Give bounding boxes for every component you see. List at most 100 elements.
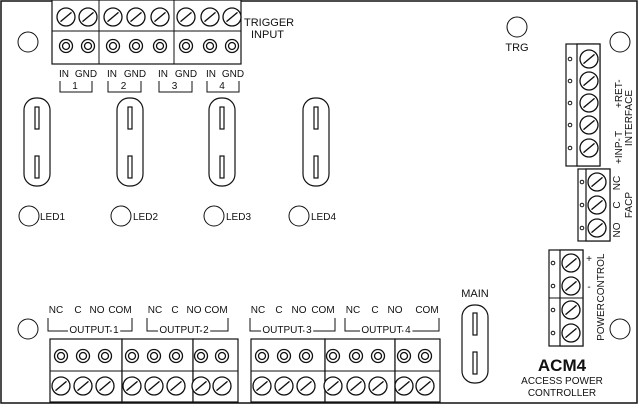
board-model: ACM4: [538, 356, 587, 375]
main-fuse: [461, 304, 489, 384]
interface-wire-entry: [567, 122, 573, 128]
screw-terminal: [415, 376, 435, 396]
output-terminal-blocks: [49, 338, 441, 403]
screw-slot: [350, 380, 362, 392]
interface-wire-entry: [567, 78, 573, 84]
wire-entry: [80, 38, 96, 54]
wire-entry-inner: [171, 351, 181, 361]
mounting-hole-bottom-left: [17, 318, 39, 340]
interface-pin-inp: +INP-: [614, 138, 625, 164]
screw-terminal: [368, 376, 388, 396]
fuse-contact-bottom: [127, 155, 133, 179]
trigger-pin-gnd-label: GND: [75, 69, 97, 80]
control-minus: -: [587, 282, 590, 293]
facp-wire-entry: [579, 179, 585, 185]
wire-entry-inner: [328, 351, 338, 361]
wire-entry: [152, 38, 168, 54]
interface-wire-entry: [567, 56, 573, 62]
fuse-row: [23, 97, 330, 187]
wire-entry-inner: [131, 41, 141, 51]
interface-pin-ret: +RET-: [614, 79, 625, 108]
screw-slot: [216, 380, 228, 392]
trigger-title-line1: TRIGGER: [244, 17, 294, 29]
led-label: LED3: [226, 212, 251, 223]
fuse-contact-top: [219, 106, 225, 130]
wire-entry: [276, 348, 292, 364]
output-pin-label: C: [171, 305, 178, 316]
fuse-body: [302, 97, 330, 187]
wire-entry-inner: [196, 351, 206, 361]
wire-entry: [298, 348, 314, 364]
wire-entry-inner: [227, 41, 237, 51]
led-indicator: [18, 205, 40, 227]
fuse: [23, 97, 51, 187]
main-fuse-contact-bottom: [472, 351, 478, 375]
screw-terminal: [561, 253, 581, 273]
trigger-input-terminal-block: [51, 0, 242, 65]
screw-slot: [327, 380, 339, 392]
fuse: [302, 97, 330, 187]
interface-wire-entry: [567, 100, 573, 106]
control-plus: +: [586, 254, 592, 265]
screw-slot: [419, 380, 431, 392]
output-label: OUTPUT 4: [361, 325, 411, 336]
screw-terminal: [176, 7, 196, 27]
screw-slot: [583, 119, 595, 131]
output-pin-label: COM: [204, 305, 227, 316]
screw-slot: [583, 97, 595, 109]
wire-entry: [202, 38, 218, 54]
board-subtitle-line2: CONTROLLER: [528, 388, 596, 399]
facp-wire-entry: [579, 225, 585, 231]
trigger-channel-number: 2: [121, 81, 127, 92]
trigger-channel-bracket: [59, 81, 93, 93]
output-bracket: [249, 318, 336, 332]
fuse: [116, 97, 144, 187]
screw-terminal: [394, 376, 414, 396]
screw-slot: [130, 11, 142, 23]
screw-terminal: [323, 376, 343, 396]
output-pin-label: C: [74, 305, 81, 316]
screw-terminal: [274, 376, 294, 396]
wire-entry: [224, 38, 240, 54]
wire-entry: [124, 348, 140, 364]
wire-entry-inner: [399, 351, 409, 361]
output-pin-label: NO: [292, 305, 307, 316]
trigger-pin-in-label: IN: [107, 69, 117, 80]
trigger-pin-gnd-label: GND: [222, 69, 244, 80]
screw-slot: [565, 280, 577, 292]
facp-pin-no: NO: [612, 222, 623, 237]
screw-terminal: [212, 376, 232, 396]
screw-terminal: [587, 218, 607, 238]
wire-entry-inner: [108, 41, 118, 51]
screw-terminal: [579, 138, 599, 158]
led-indicator: [203, 205, 225, 227]
control-wire-entry: [550, 330, 556, 336]
trigger-channel-bracket: [107, 81, 142, 93]
wire-entry-inner: [205, 41, 215, 51]
wire-entry-inner: [279, 351, 289, 361]
screw-terminal: [56, 7, 76, 27]
screw-slot: [591, 222, 603, 234]
output-pin-label: NO: [388, 305, 403, 316]
wire-entry-inner: [155, 41, 165, 51]
interface-pin-t: T: [614, 131, 625, 137]
screw-terminal: [191, 376, 211, 396]
mounting-hole-top-left: [17, 31, 39, 53]
main-fuse-contact-top: [472, 312, 478, 336]
fuse-contact-bottom: [34, 155, 40, 179]
screw-slot: [170, 380, 182, 392]
wire-entry: [417, 348, 433, 364]
screw-slot: [82, 11, 94, 23]
wire-entry: [193, 348, 209, 364]
output-pin-label: NC: [148, 305, 162, 316]
led-label: LED4: [311, 212, 336, 223]
screw-slot: [565, 257, 577, 269]
trigger-channel-number: 1: [72, 81, 78, 92]
trg-label: TRG: [505, 42, 528, 54]
screw-slot: [148, 380, 160, 392]
wire-entry: [97, 348, 113, 364]
screw-slot: [55, 380, 67, 392]
output-pin-label: C: [275, 305, 282, 316]
